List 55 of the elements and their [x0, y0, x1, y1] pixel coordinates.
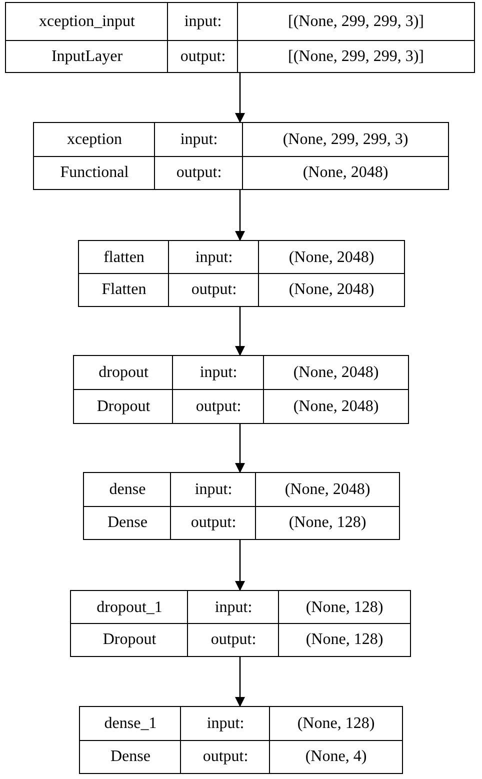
port-label: input:	[180, 131, 218, 149]
layer-table	[83, 472, 400, 540]
layer-table	[73, 355, 409, 424]
layer-name: xception_input	[39, 13, 135, 31]
port-label: input:	[195, 248, 233, 266]
layer-name: dropout_1	[96, 598, 162, 616]
layer-table	[78, 240, 405, 307]
layer-name: flatten	[104, 248, 144, 266]
shape-value: (None, 128)	[297, 715, 375, 733]
arrow	[235, 190, 245, 241]
layer-type: Dropout	[96, 398, 150, 416]
port-label: input:	[214, 598, 252, 616]
layer-type: Dropout	[102, 631, 156, 649]
port-label: output:	[176, 164, 222, 182]
shape-value: [(None, 299, 299, 3)]	[288, 48, 424, 66]
shape-value: (None, 128)	[288, 514, 366, 532]
layer-type: InputLayer	[51, 48, 123, 66]
port-label: output:	[210, 631, 256, 649]
arrow	[235, 73, 245, 123]
layer-type: Functional	[60, 164, 129, 182]
port-label: output:	[180, 48, 226, 66]
layer-table	[70, 590, 411, 657]
port-label: output:	[202, 748, 248, 766]
layer-table	[33, 122, 449, 190]
layer-type: Flatten	[102, 281, 146, 299]
arrow	[235, 657, 245, 707]
layer-table	[79, 706, 403, 774]
layer-name: xception	[66, 131, 122, 149]
layer-name: dense_1	[104, 715, 157, 733]
port-label: input:	[206, 715, 244, 733]
shape-value: (None, 4)	[305, 748, 367, 766]
arrow	[235, 540, 245, 591]
layer-name: dropout	[98, 364, 148, 382]
layer-table	[5, 2, 475, 73]
shape-value: (None, 2048)	[288, 281, 374, 299]
shape-value: (None, 2048)	[293, 364, 379, 382]
shape-value: [(None, 299, 299, 3)]	[288, 13, 424, 31]
arrow	[235, 307, 245, 356]
arrow	[235, 424, 245, 473]
shape-value: (None, 2048)	[293, 398, 379, 416]
shape-value: (None, 2048)	[302, 164, 388, 182]
port-label: input:	[184, 13, 222, 31]
shape-value: (None, 128)	[306, 598, 384, 616]
layer-name: dense	[109, 481, 146, 499]
layer-type: Dense	[108, 514, 148, 532]
shape-value: (None, 2048)	[288, 248, 374, 266]
port-label: input:	[194, 481, 232, 499]
port-label: input:	[200, 364, 238, 382]
shape-value: (None, 299, 299, 3)	[282, 131, 408, 149]
shape-value: (None, 128)	[306, 631, 384, 649]
layer-type: Dense	[110, 748, 150, 766]
port-label: output:	[191, 281, 237, 299]
port-label: output:	[190, 514, 236, 532]
port-label: output:	[196, 398, 242, 416]
shape-value: (None, 2048)	[284, 481, 370, 499]
